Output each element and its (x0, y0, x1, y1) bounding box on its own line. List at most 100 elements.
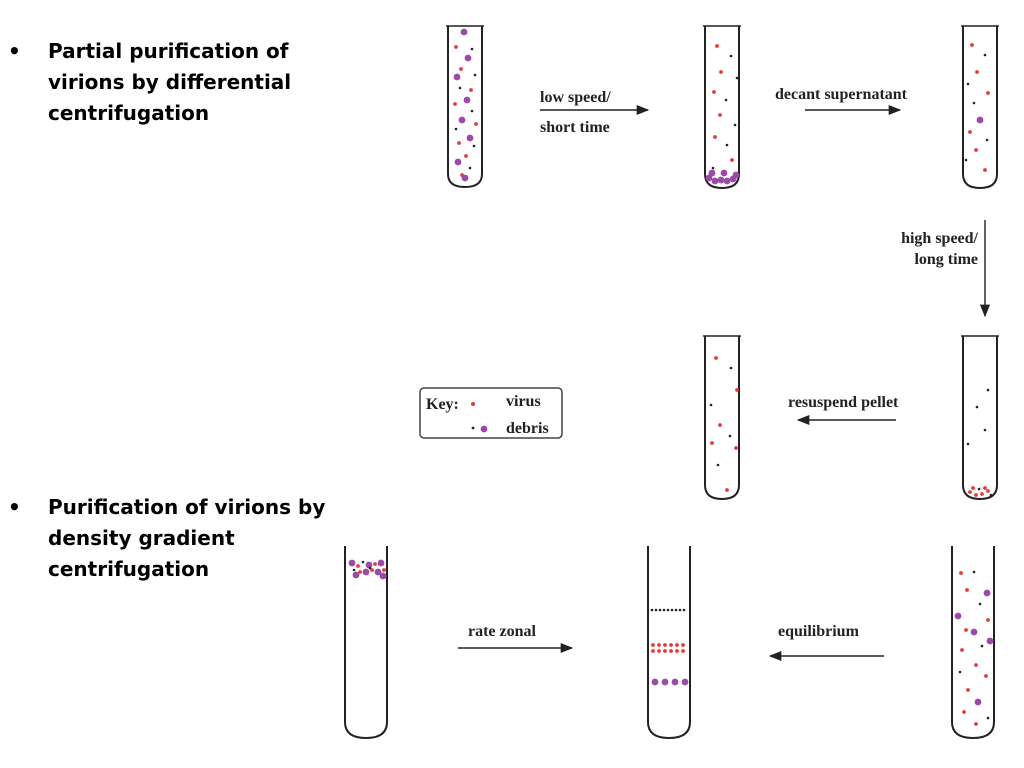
debris-particle (989, 493, 993, 497)
legend-virus-marker (471, 402, 475, 406)
legend-debris-small-marker (471, 426, 475, 430)
debris-particle (724, 98, 728, 102)
label-resuspend: resuspend pellet (788, 394, 899, 411)
virus-particle (734, 446, 738, 450)
particle-group (453, 28, 478, 182)
debris-particle (717, 176, 725, 184)
label-high-speed-2: long time (914, 251, 978, 268)
legend-virus-label: virus (506, 393, 541, 410)
debris-particle (972, 570, 976, 574)
debris-particle (671, 678, 679, 686)
virus-particle (971, 486, 975, 490)
virus-particle (675, 649, 679, 653)
label-equilibrium: equilibrium (778, 623, 860, 640)
label-decant: decant supernatant (775, 86, 908, 103)
virus-particle (454, 45, 458, 49)
debris-particle (674, 608, 678, 612)
bullet-text: Purification of virions by density gradi… (48, 495, 326, 581)
debris-particle (725, 143, 729, 147)
virus-particle (719, 70, 723, 74)
debris-particle (705, 174, 713, 182)
debris-particle (464, 54, 472, 62)
debris-particle (468, 166, 472, 170)
virus-particle (735, 388, 739, 392)
virus-particle (974, 148, 978, 152)
virus-particle (730, 158, 734, 162)
virus-particle (651, 643, 655, 647)
label-rate-zonal: rate zonal (468, 623, 537, 640)
tube-sample-on-gradient (344, 546, 388, 740)
debris-particle (978, 602, 982, 606)
debris-particle (985, 138, 989, 142)
virus-particle (669, 643, 673, 647)
debris-particle (470, 47, 474, 51)
debris-particle (980, 644, 984, 648)
particle-group (705, 44, 740, 185)
debris-particle (729, 54, 733, 58)
virus-particle (718, 423, 722, 427)
virus-particle (669, 649, 673, 653)
virus-particle (382, 568, 386, 572)
virus-particle (370, 568, 374, 572)
legend-debris-label: debris (506, 420, 549, 437)
virus-particle (974, 663, 978, 667)
bullet-text: Partial purification of virions by diffe… (48, 39, 292, 125)
debris-particle (654, 608, 658, 612)
virus-particle (966, 688, 970, 692)
debris-particle (733, 123, 737, 127)
debris-particle (661, 678, 669, 686)
debris-particle (470, 109, 474, 113)
debris-particle (662, 608, 666, 612)
debris-particle (678, 608, 682, 612)
virus-particle (657, 649, 661, 653)
legend-title: Key: (426, 396, 459, 413)
virus-particle (959, 571, 963, 575)
debris-particle (682, 608, 686, 612)
debris-particle (651, 678, 659, 686)
tube-decanted-supernatant (961, 25, 999, 190)
debris-particle (720, 169, 728, 177)
debris-particle (472, 144, 476, 148)
virus-particle (965, 588, 969, 592)
virus-particle (464, 154, 468, 158)
debris-particle (463, 96, 471, 104)
virus-particle (986, 91, 990, 95)
virus-particle (373, 562, 377, 566)
virus-particle (968, 490, 972, 494)
debris-particle (716, 463, 720, 467)
virus-particle (718, 113, 722, 117)
debris-particle (975, 405, 979, 409)
particle-group (709, 356, 739, 492)
virus-particle (974, 722, 978, 726)
virus-particle (474, 122, 478, 126)
debris-particle (986, 388, 990, 392)
virus-particle (712, 90, 716, 94)
virus-particle (453, 102, 457, 106)
debris-particle (460, 28, 468, 36)
debris-particle (729, 366, 733, 370)
bullet-symbol: • (8, 39, 21, 63)
particle-group (650, 608, 689, 686)
debris-particle (379, 572, 387, 580)
debris-particle (374, 568, 382, 576)
virus-particle (356, 564, 360, 568)
debris-particle (974, 698, 982, 706)
virus-particle (962, 710, 966, 714)
debris-particle (670, 608, 674, 612)
virus-particle (663, 643, 667, 647)
virus-particle (725, 488, 729, 492)
virus-particle (975, 70, 979, 74)
particle-group (348, 559, 387, 580)
virus-particle (715, 44, 719, 48)
virus-particle (970, 43, 974, 47)
label-low-speed-2: short time (540, 119, 610, 136)
virus-particle (974, 493, 978, 497)
debris-particle (352, 568, 356, 572)
debris-particle (708, 169, 716, 177)
debris-particle (986, 716, 990, 720)
debris-particle (958, 670, 962, 674)
debris-particle (723, 177, 731, 185)
virus-particle (358, 570, 362, 574)
debris-particle (735, 76, 739, 80)
virus-particle (983, 486, 987, 490)
